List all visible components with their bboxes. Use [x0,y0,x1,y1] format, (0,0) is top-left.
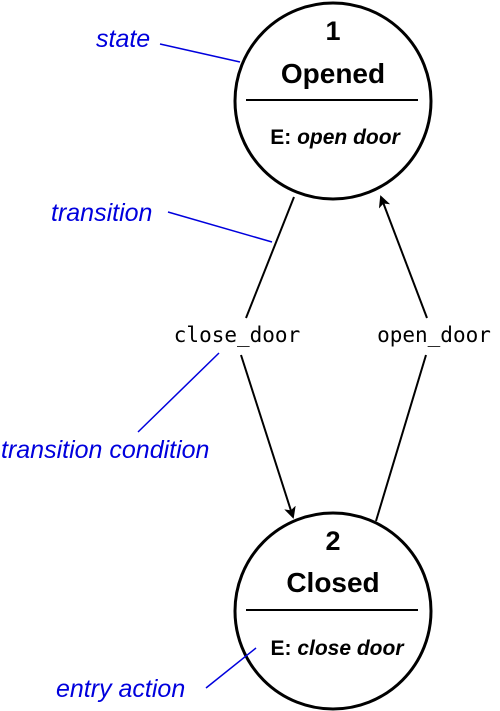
entry-action-text: E: close door [270,637,405,660]
leader-transition [167,211,273,243]
transition-condition-close-door: close_door [174,323,300,347]
annotation-entry-action: entry action [56,675,185,703]
entry-action-text: E: open door [270,126,401,149]
state-1: 1 Opened E: open door [233,1,433,201]
leader-state [159,43,241,63]
transition-line-lower [375,354,427,522]
leader-entry-action [205,647,257,689]
leader-transition-condition [137,352,220,433]
transition-condition-open-door: open_door [377,323,491,347]
annotation-leaders [137,43,273,689]
transition-arrow-lower [240,354,296,519]
annotation-state: state [96,25,150,53]
transition-close-door [240,196,296,519]
transition-open-door [375,195,428,522]
state-name: Opened [281,58,385,89]
state-2: 2 Closed E: close door [233,511,433,711]
annotation-transition: transition [51,199,152,227]
state-number: 1 [325,16,340,46]
state-name: Closed [286,567,379,598]
transition-arrow-upper [378,195,428,319]
annotation-transition-condition: transition condition [1,436,209,464]
state-number: 2 [325,526,340,556]
transition-line-upper [245,196,295,319]
